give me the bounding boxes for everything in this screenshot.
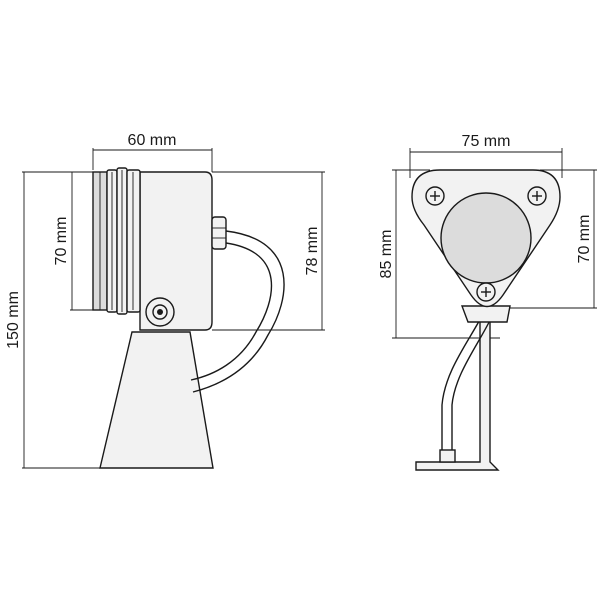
side-width-dimension: 60 mm [92, 132, 213, 172]
front-base-clamp [439, 449, 456, 463]
side-housing [139, 171, 213, 331]
front-height-label: 85 mm [378, 230, 395, 279]
side-lens-height-label: 70 mm [53, 217, 70, 266]
front-view: 75 mm 85 mm 70 mm [378, 133, 597, 471]
screw-top-right-icon [527, 186, 547, 206]
side-view: 60 mm 150 mm 70 mm 78 mm [5, 132, 325, 469]
front-support-arm [441, 311, 485, 450]
side-body-height-dimension: 78 mm [212, 171, 325, 331]
side-lens-height-dimension: 70 mm [53, 171, 100, 311]
front-lens [440, 192, 532, 284]
side-arm-fitting [211, 216, 227, 250]
screw-top-left-icon [425, 186, 445, 206]
side-stand [99, 331, 214, 469]
side-lens-ring-4 [126, 169, 141, 313]
side-body-height-label: 78 mm [304, 227, 321, 276]
front-bracket [415, 311, 500, 471]
side-width-label: 60 mm [128, 132, 177, 149]
front-width-dimension: 75 mm [409, 133, 563, 178]
side-total-height-dimension: 150 mm [5, 171, 100, 469]
front-lens-height-label: 70 mm [576, 215, 593, 264]
front-lens-height-dimension: 70 mm [510, 169, 597, 309]
side-total-height-label: 150 mm [5, 291, 22, 349]
screw-bottom-icon [476, 282, 496, 302]
cable-gland-icon [145, 297, 175, 327]
side-support-arm [192, 230, 285, 393]
front-width-label: 75 mm [462, 133, 511, 150]
